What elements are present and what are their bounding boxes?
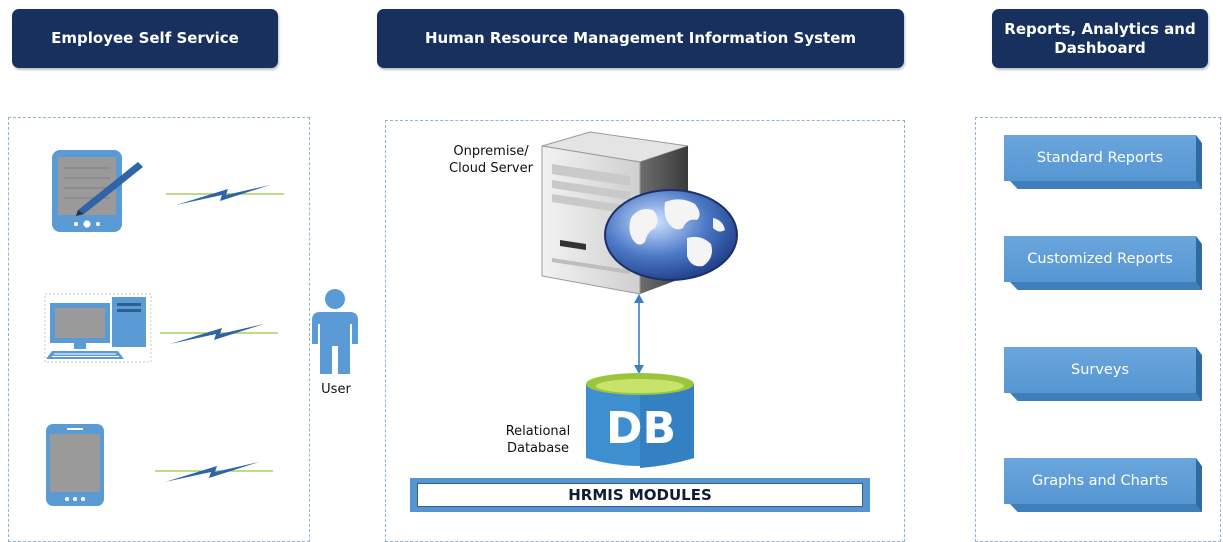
database-icon [586,373,694,468]
button-lip [1010,282,1202,290]
user-icon [312,289,358,374]
customized-reports-label: Customized Reports [1004,236,1196,282]
globe-icon [604,189,738,281]
hrmis-modules-bar: HRMIS MODULES [410,478,870,512]
header-employee-self-service: Employee Self Service [12,9,278,68]
surveys-button[interactable]: Surveys [1004,347,1202,401]
standard-reports-label: Standard Reports [1004,135,1196,181]
header-hrmis: Human Resource Management Information Sy… [377,9,904,68]
user-label: User [321,382,351,397]
tablet-icon [52,150,143,232]
header-right-label: Reports, Analytics and Dashboard [1004,19,1196,57]
smartphone-icon [46,424,104,506]
lightning-icon [160,324,278,344]
graphs-and-charts-label: Graphs and Charts [1004,458,1196,504]
hrmis-modules-label: HRMIS MODULES [417,483,863,507]
desktop-computer-icon [44,293,152,363]
header-left-label: Employee Self Service [51,29,239,47]
lightning-icon [166,185,284,205]
header-center-label: Human Resource Management Information Sy… [424,29,857,47]
database-text: DB [605,403,677,454]
lightning-icon [155,462,273,482]
button-lip [1010,181,1202,189]
customized-reports-button[interactable]: Customized Reports [1004,236,1202,290]
button-side [1196,458,1202,512]
header-reports: Reports, Analytics and Dashboard [992,9,1208,68]
button-side [1196,347,1202,401]
surveys-label: Surveys [1004,347,1196,393]
connection-arrow [634,294,644,374]
graphs-and-charts-button[interactable]: Graphs and Charts [1004,458,1202,512]
button-side [1196,236,1202,290]
server-label: Onpremise/ Cloud Server [449,144,533,176]
button-lip [1010,504,1202,512]
button-lip [1010,393,1202,401]
database-label: Relational Database [505,424,571,456]
button-side [1196,135,1202,189]
standard-reports-button[interactable]: Standard Reports [1004,135,1202,189]
